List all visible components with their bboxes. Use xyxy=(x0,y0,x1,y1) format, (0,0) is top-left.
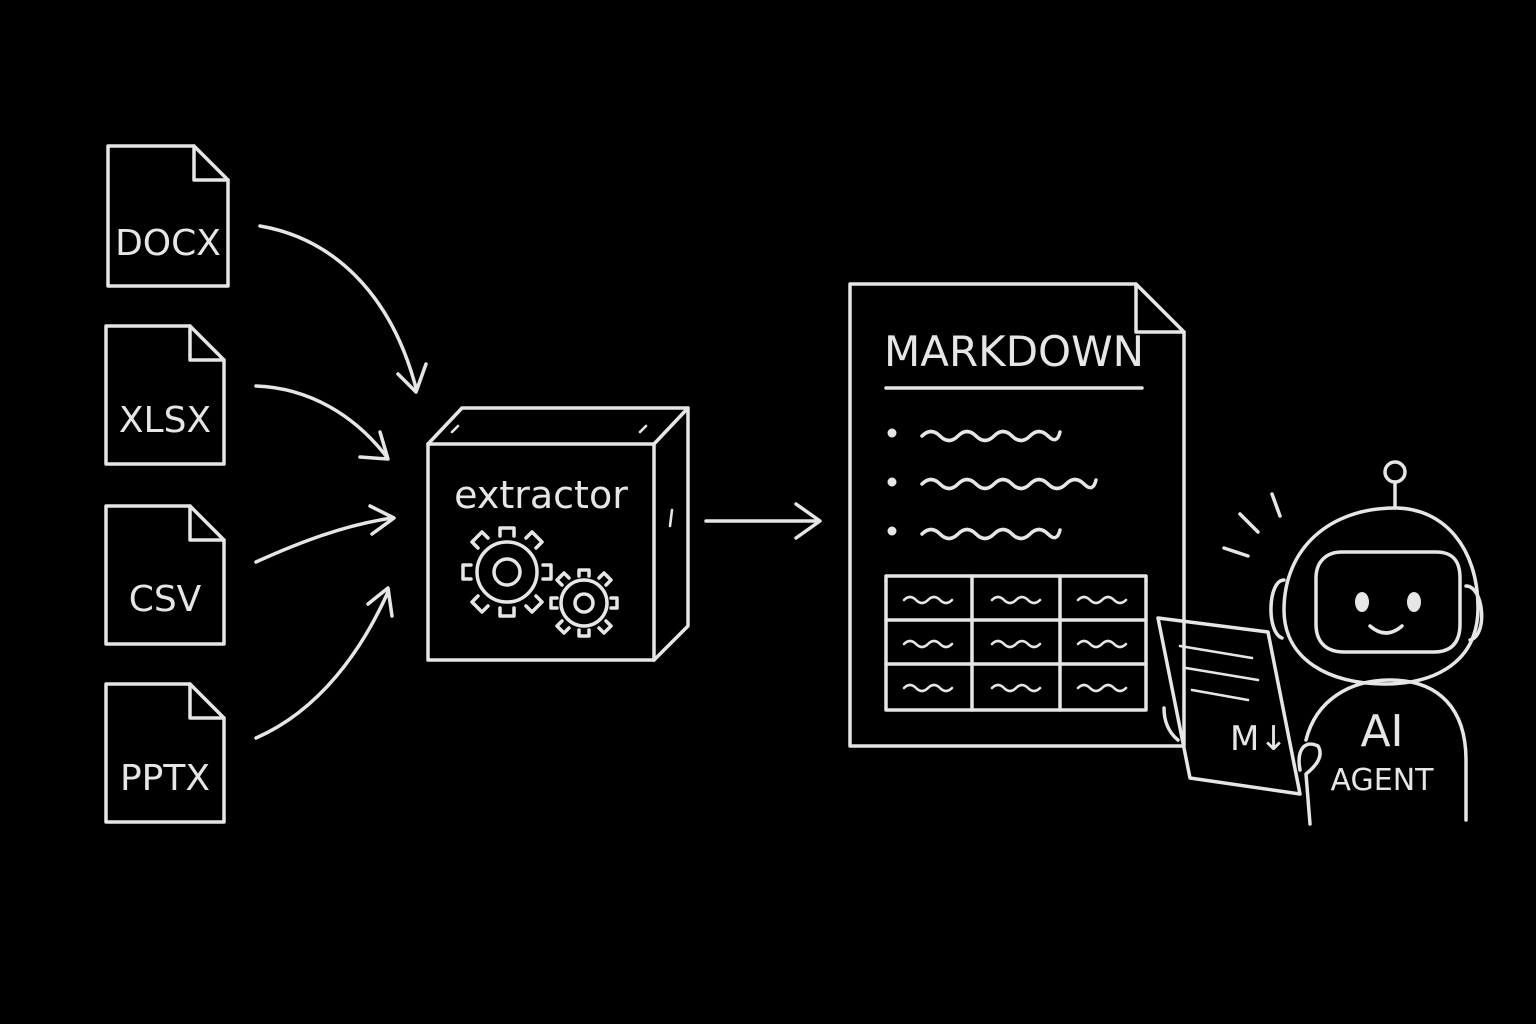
file-csv-label: CSV xyxy=(129,579,202,620)
agent-label-line2: AGENT xyxy=(1331,763,1435,798)
robot-arm xyxy=(1297,742,1322,826)
bullet-dot xyxy=(887,428,897,438)
held-page-left-hand xyxy=(1162,706,1180,742)
gear-small-teeth xyxy=(549,568,619,638)
robot-eye-left xyxy=(1355,592,1369,612)
extractor-side-mark xyxy=(668,508,674,528)
robot-ear-left xyxy=(1269,578,1286,640)
arrow-pptx xyxy=(254,590,390,740)
gear-small-hub xyxy=(573,592,595,614)
arrow-pptx-head xyxy=(366,586,394,618)
table-column-lines xyxy=(970,574,1062,712)
file-pptx-outline xyxy=(104,682,226,824)
file-pptx-label: PPTX xyxy=(120,758,210,799)
gear-large-teeth xyxy=(461,526,553,618)
output-arrow xyxy=(704,502,822,540)
file-xlsx: XLSX xyxy=(104,324,226,466)
file-docx-fold xyxy=(192,144,230,182)
markdown-bullet-list xyxy=(887,428,1098,541)
extractor-box: extractor xyxy=(426,406,690,662)
robot-body xyxy=(1304,678,1468,822)
file-xlsx-fold xyxy=(188,324,226,362)
arrow-xlsx xyxy=(254,384,388,458)
bullet-squiggle xyxy=(920,429,1062,443)
markdown-document: MARKDOWN xyxy=(848,282,1186,748)
extractor-top-face xyxy=(426,406,690,446)
held-page-outline xyxy=(1156,616,1302,796)
markdown-table xyxy=(884,574,1148,712)
bullet-squiggle xyxy=(920,477,1098,491)
gear-large-hub xyxy=(492,557,522,587)
gear-small-icon xyxy=(549,568,619,638)
arrow-docx xyxy=(258,224,418,390)
robot-eye-right xyxy=(1407,592,1421,612)
file-csv-outline xyxy=(104,504,226,646)
file-xlsx-label: XLSX xyxy=(119,400,211,441)
table-cell-squiggles xyxy=(902,595,1128,693)
agent-label-line1: AI xyxy=(1360,706,1403,757)
gear-large-icon xyxy=(461,526,553,618)
held-page-badge: M↓ xyxy=(1230,719,1288,759)
file-docx: DOCX xyxy=(106,144,230,288)
bullet-dot xyxy=(887,526,897,536)
arrow-csv xyxy=(254,516,394,564)
file-docx-label: DOCX xyxy=(115,223,221,264)
held-page-lines xyxy=(1178,644,1260,702)
antenna-ball-icon xyxy=(1383,460,1407,484)
arrow-csv-head xyxy=(368,504,396,536)
input-arrows xyxy=(254,224,428,740)
robot-face-plate xyxy=(1314,550,1462,654)
gear-large-rim xyxy=(475,540,539,604)
markdown-title: MARKDOWN xyxy=(884,327,1144,376)
table-row-lines xyxy=(884,618,1148,666)
file-pptx: PPTX xyxy=(104,682,226,824)
arrow-xlsx-head xyxy=(358,430,390,461)
file-csv-fold xyxy=(188,504,226,542)
file-csv: CSV xyxy=(104,504,226,646)
excitement-marks xyxy=(1222,492,1282,558)
extractor-label: extractor xyxy=(454,473,628,517)
bullet-dot xyxy=(887,477,897,487)
gear-small-rim xyxy=(559,578,609,628)
held-markdown-page: M↓ xyxy=(1156,616,1302,796)
arrow-docx-head xyxy=(396,362,428,394)
file-pptx-fold xyxy=(188,682,226,720)
robot-head xyxy=(1282,506,1480,686)
file-docx-outline xyxy=(106,144,230,288)
bullet-squiggle xyxy=(920,527,1062,541)
extractor-side-face xyxy=(652,406,690,662)
extractor-top-marks xyxy=(450,424,648,434)
file-xlsx-outline xyxy=(104,324,226,466)
markdown-fold xyxy=(1134,282,1186,334)
ai-agent-robot: AI AGENT M↓ xyxy=(1156,460,1484,826)
robot-smile xyxy=(1368,624,1404,635)
markdown-outline xyxy=(848,282,1186,748)
robot-ear-right xyxy=(1464,584,1484,642)
arrow-extractor-to-markdown-head xyxy=(794,502,822,540)
